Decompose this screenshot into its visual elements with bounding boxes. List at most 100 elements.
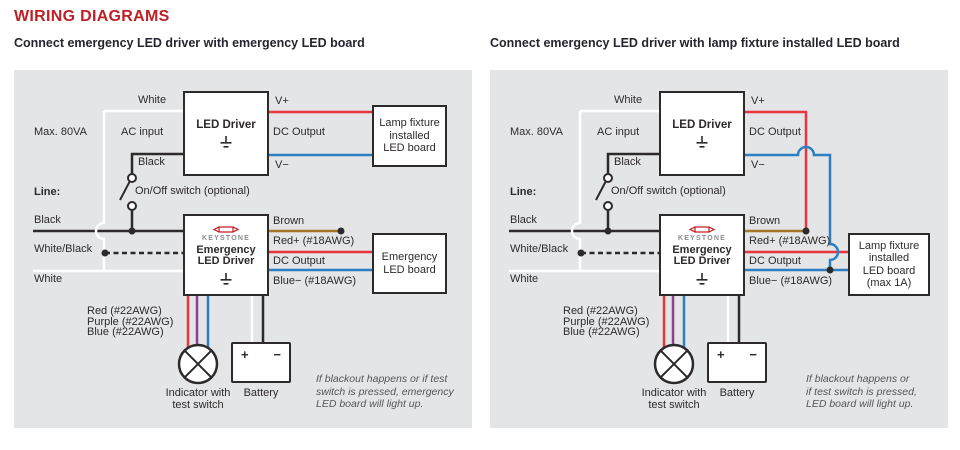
indicator-label-1: Indicator with (641, 387, 707, 399)
black-wire-label: Black (138, 156, 165, 168)
white-wire-label: White (137, 94, 167, 106)
indicator-label-2: test switch (648, 398, 700, 411)
max-load-label: Max. 80VA (510, 126, 563, 138)
blue-22awg-label: Blue (#22AWG) (563, 326, 640, 338)
note-line: LED board will light up. (806, 398, 914, 410)
dc-output-label: DC Output (749, 255, 801, 267)
v-plus-label: V+ (275, 95, 289, 107)
board-text: LED board (383, 263, 436, 276)
white-wire-label: White (613, 94, 643, 106)
battery-box: + − (231, 342, 291, 383)
battery-minus-terminal: − (749, 347, 757, 362)
battery-label: Battery (243, 387, 279, 399)
switch-junction-dot (128, 227, 136, 235)
v-plus-label: V+ (751, 95, 765, 107)
22awg-wire-labels: Red (#22AWG) Purple (#22AWG) Blue (#22AW… (563, 306, 649, 338)
note-line: If blackout happens or (806, 373, 910, 385)
ground-icon (696, 272, 708, 285)
note-line: switch is pressed, emergency (316, 385, 454, 398)
max-load-label: Max. 80VA (34, 126, 87, 138)
emergency-led-driver-box: KEYSTONE Emergency LED Driver (183, 214, 269, 296)
vminus-blue-wire (745, 145, 840, 270)
indicator-label-2: test switch (172, 398, 224, 411)
indicator-label: Indicator with test switch (148, 387, 248, 411)
lamp-fixture-board-box: Lamp fixture installed LED board (max 1A… (848, 233, 930, 296)
keystone-brand-name: KEYSTONE (678, 234, 726, 242)
v-minus-label: V− (275, 159, 289, 171)
keystone-crown-icon (212, 225, 240, 233)
line-label: Line: (510, 186, 537, 198)
brown-wire-label: Brown (273, 215, 305, 227)
board-text: Lamp fixture (858, 239, 920, 252)
diagram-lamp-fixture-led-board: LED Driver KEYSTONE Emergency LED Driver… (490, 70, 948, 428)
on-off-switch-icon (119, 173, 137, 211)
diagram-emergency-led-board: LED Driver Lamp fixture installed LED bo… (14, 70, 472, 428)
indicator-lamp-icon (653, 343, 695, 385)
brown-wire-label: Brown (749, 215, 781, 227)
led-driver-title: LED Driver (672, 118, 732, 131)
note-line: if test switch is pressed, (806, 385, 917, 398)
ground-icon (696, 135, 708, 148)
board-text: installed (868, 252, 910, 264)
note-line: LED board will light up. (316, 398, 424, 410)
board-text: LED board (862, 264, 916, 277)
indicator-label: Indicator with test switch (624, 387, 724, 411)
emergency-driver-title-2: LED Driver (197, 255, 255, 267)
diagram-note: If blackout happens or if test switch is… (806, 373, 946, 411)
white-black-label: White/Black (34, 243, 93, 255)
ac-black-wire (606, 152, 659, 174)
board-text: installed (389, 129, 430, 142)
line-white-label: White (510, 273, 539, 285)
vplus-red-wire (745, 110, 808, 231)
battery-plus-terminal: + (717, 347, 725, 362)
keystone-logo: KEYSTONE (678, 225, 726, 242)
battery-plus-terminal: + (241, 347, 249, 362)
battery-box: + − (707, 342, 767, 383)
page-title: WIRING DIAGRAMS (14, 8, 170, 25)
ground-icon (220, 135, 232, 148)
ac-input-label: AC input (597, 126, 640, 138)
v-minus-label: V− (751, 159, 765, 171)
note-line: If blackout happens or if test (316, 373, 448, 385)
switch-junction-dot (604, 227, 612, 235)
lamp-fixture-board-box: Lamp fixture installed LED board (372, 105, 447, 167)
on-off-switch-label: On/Off switch (optional) (611, 185, 726, 197)
emergency-driver-title-1: Emergency (672, 243, 732, 256)
vplus-brown-junction-dot (802, 227, 810, 235)
keystone-crown-icon (688, 225, 716, 233)
ground-icon (220, 272, 232, 285)
line-label: Line: (34, 186, 61, 198)
battery-minus-terminal: − (273, 347, 281, 362)
keystone-brand-name: KEYSTONE (202, 234, 250, 242)
red-22awg-label: Red (#22AWG) (87, 305, 162, 317)
purple-22awg-label: Purple (#22AWG) (87, 315, 174, 328)
board-text: (max 1A) (866, 277, 912, 289)
brown-wire-end-dot (337, 227, 345, 235)
diagram1-subtitle: Connect emergency LED driver with emerge… (14, 36, 365, 50)
black-wire-label: Black (614, 156, 641, 168)
red-18awg-label: Red+ (#18AWG) (273, 235, 355, 247)
on-off-switch-label: On/Off switch (optional) (135, 185, 250, 197)
battery-label: Battery (719, 387, 755, 399)
indicator-lamp-icon (177, 343, 219, 385)
white-black-junction-dot (577, 249, 585, 257)
dc-output-label: DC Output (749, 126, 801, 138)
board-text: Lamp fixture (379, 117, 440, 130)
ac-input-label: AC input (121, 126, 164, 138)
blue-22awg-label: Blue (#22AWG) (87, 326, 164, 338)
emergency-driver-title-1: Emergency (196, 243, 256, 256)
diagram2-subtitle: Connect emergency LED driver with lamp f… (490, 36, 900, 50)
board-text: LED board (383, 142, 436, 155)
led-driver-title: LED Driver (196, 118, 256, 131)
led-driver-box: LED Driver (183, 91, 269, 176)
blue-18awg-label: Blue− (#18AWG) (273, 275, 357, 287)
dc-output-label: DC Output (273, 126, 325, 138)
white-black-junction-dot (101, 249, 109, 257)
white-neutral-drop-wire (94, 111, 106, 271)
on-off-switch-icon (595, 173, 613, 211)
vminus-blue-junction-dot (826, 266, 834, 274)
emergency-led-driver-box: KEYSTONE Emergency LED Driver (659, 214, 745, 296)
purple-22awg-label: Purple (#22AWG) (563, 315, 650, 328)
line-white-label: White (34, 273, 63, 285)
